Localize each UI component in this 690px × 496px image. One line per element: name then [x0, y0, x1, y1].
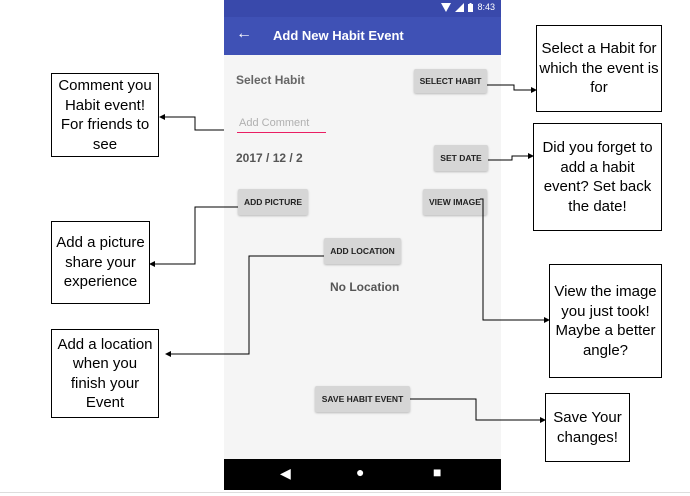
signal-icon — [455, 2, 465, 12]
arrow-comment — [159, 114, 224, 131]
annotation-comment: Comment you Habit event! For friends to … — [51, 73, 159, 157]
add-location-button[interactable]: ADD LOCATION — [324, 238, 401, 264]
wifi-icon — [441, 2, 452, 12]
battery-icon — [468, 2, 474, 12]
phone-screen: 8:43 ← Add New Habit Event Select Habit … — [224, 0, 501, 490]
recents-square-icon[interactable]: ■ — [433, 464, 442, 480]
location-value: No Location — [330, 280, 400, 294]
select-habit-label: Select Habit — [236, 73, 305, 87]
annotation-view-image: View the image you just took! Maybe a be… — [549, 264, 662, 378]
date-value: 2017 / 12 / 2 — [236, 151, 303, 165]
comment-input[interactable] — [237, 114, 326, 133]
page-title: Add New Habit Event — [273, 28, 404, 43]
navigation-bar: ◀ ● ■ — [224, 459, 501, 490]
annotation-save: Save Your changes! — [545, 393, 630, 462]
select-habit-button[interactable]: SELECT HABIT — [414, 69, 487, 93]
home-circle-icon[interactable]: ● — [356, 464, 365, 480]
app-bar: ← Add New Habit Event — [224, 17, 501, 55]
arrow-left-icon[interactable]: ← — [236, 25, 252, 42]
status-time: 8:43 — [477, 2, 495, 12]
view-image-button[interactable]: VIEW IMAGE — [423, 189, 487, 215]
annotation-location: Add a location when you finish your Even… — [51, 329, 159, 418]
annotation-set-date: Did you forget to add a habit event? Set… — [533, 123, 662, 231]
save-habit-event-button[interactable]: SAVE HABIT EVENT — [315, 386, 410, 412]
annotation-picture: Add a picture share your experience — [51, 221, 150, 304]
add-picture-button[interactable]: ADD PICTURE — [238, 189, 308, 215]
back-triangle-icon[interactable]: ◀ — [280, 465, 291, 481]
set-date-button[interactable]: SET DATE — [434, 145, 488, 171]
annotation-select-habit: Select a Habit for which the event is fo… — [536, 25, 662, 112]
divider — [0, 492, 690, 493]
status-bar: 8:43 — [224, 0, 501, 17]
